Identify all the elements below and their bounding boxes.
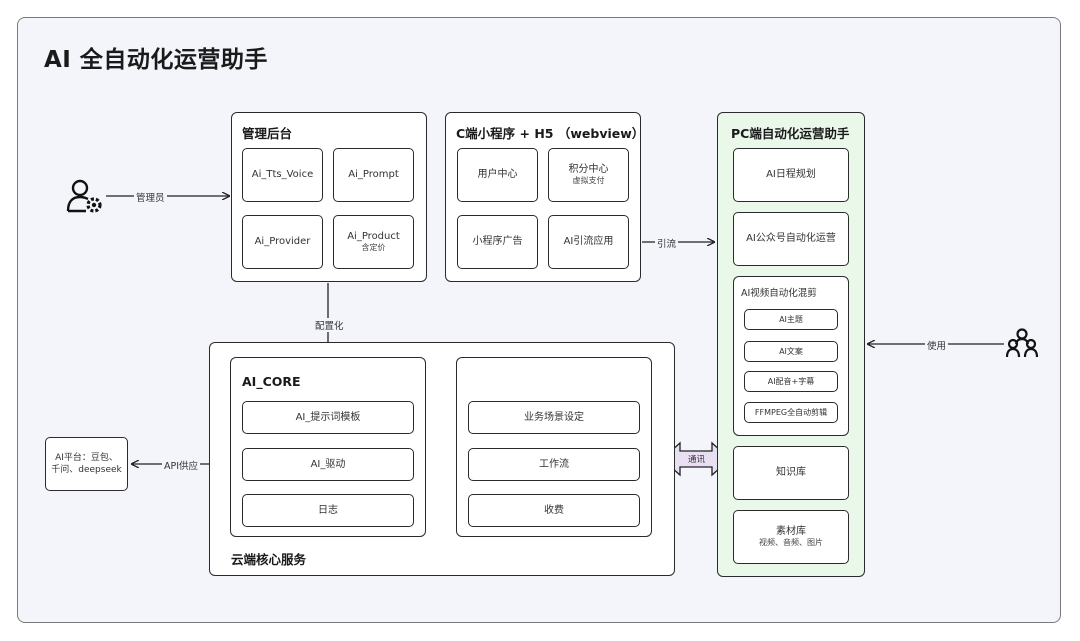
use-label: 使用 (925, 338, 949, 352)
video-item-label: FFMPEG全自动剪辑 (754, 408, 828, 417)
core-item-label: 日志 (318, 504, 338, 516)
admin-label: 管理员 (134, 190, 167, 204)
ai-platform-line1: AI平台：豆包、 (55, 452, 118, 463)
pc-item-knowledge-base[interactable]: 知识库 (733, 446, 849, 500)
pc-item-materials[interactable]: 素材库视频、音频、图片 (733, 510, 849, 564)
ai-core-title: AI_CORE (242, 374, 301, 389)
comm-label-pc: 通讯 (688, 455, 706, 465)
page-title: AI 全自动化运营助手 (44, 47, 268, 73)
c-end-item-points-center[interactable]: 积分中心虚拟支付 (548, 148, 629, 202)
admin-item-tts-voice[interactable]: Ai_Tts_Voice (242, 148, 323, 202)
pc-video-title: AI视频自动化混剪 (741, 288, 817, 299)
pc-item-label: AI日程规划 (766, 169, 816, 181)
core-item-label: AI_提示词模板 (295, 411, 361, 423)
video-item-label: AI主题 (779, 315, 803, 324)
video-item-label: AI文案 (779, 347, 803, 356)
ai-platform-box: AI平台：豆包、 千问、deepseek (45, 437, 128, 491)
video-item-label: AI配音+字幕 (767, 377, 815, 386)
c-end-item-label: 积分中心 (568, 163, 609, 175)
biz-item-workflow[interactable]: 工作流 (468, 448, 640, 481)
biz-item-billing[interactable]: 收费 (468, 494, 640, 527)
biz-item-label: 业务场景设定 (524, 411, 584, 423)
video-item-topic[interactable]: AI主题 (744, 309, 838, 330)
admin-user-gear-icon (66, 178, 104, 218)
config-label: 配置化 (313, 318, 346, 332)
admin-panel-title: 管理后台 (242, 126, 293, 141)
ai-platform-line2: 千问、deepseek (51, 465, 122, 475)
c-end-item-label: AI引流应用 (563, 236, 614, 248)
pc-item-label: 素材库 (776, 525, 806, 537)
api-supply-label: API供应 (162, 458, 201, 472)
pc-item-label: AI公众号自动化运营 (746, 233, 836, 245)
core-item-log[interactable]: 日志 (242, 494, 414, 527)
biz-item-label: 收费 (544, 504, 564, 516)
c-end-item-mini-ads[interactable]: 小程序广告 (457, 215, 538, 269)
admin-item-label: Ai_Provider (254, 236, 311, 248)
c-end-item-label: 小程序广告 (472, 236, 523, 248)
c-end-item-user-center[interactable]: 用户中心 (457, 148, 538, 202)
biz-item-label: 工作流 (539, 458, 569, 470)
core-item-driver[interactable]: AI_驱动 (242, 448, 414, 481)
admin-item-sub: 含定价 (361, 243, 386, 253)
admin-item-label: Ai_Product (347, 230, 400, 242)
c-end-item-label: 用户中心 (477, 169, 518, 181)
video-item-ffmpeg[interactable]: FFMPEG全自动剪辑 (744, 402, 838, 423)
pc-item-wechat-ops[interactable]: AI公众号自动化运营 (733, 212, 849, 266)
pc-item-label: 知识库 (776, 467, 806, 479)
core-item-label: AI_驱动 (310, 458, 346, 470)
video-item-copywriting[interactable]: AI文案 (744, 341, 838, 362)
pc-item-schedule[interactable]: AI日程规划 (733, 148, 849, 202)
core-item-prompt-template[interactable]: AI_提示词模板 (242, 401, 414, 434)
biz-item-scenario[interactable]: 业务场景设定 (468, 401, 640, 434)
admin-item-label: Ai_Prompt (348, 169, 399, 181)
video-item-dubbing[interactable]: AI配音+字幕 (744, 371, 838, 392)
c-end-item-ai-traffic-app[interactable]: AI引流应用 (548, 215, 629, 269)
c-end-title: C端小程序 + H5 （webview） (456, 126, 645, 141)
users-group-icon (1005, 326, 1039, 362)
pc-item-sub: 视频、音频、图片 (759, 538, 823, 548)
cloud-title: 云端核心服务 (231, 552, 307, 567)
c-end-item-sub: 虚拟支付 (572, 176, 605, 186)
admin-item-prompt[interactable]: Ai_Prompt (333, 148, 414, 202)
admin-item-provider[interactable]: Ai_Provider (242, 215, 323, 269)
admin-item-label: Ai_Tts_Voice (251, 169, 314, 181)
pc-title: PC端自动化运营助手 (731, 126, 850, 141)
traffic-label: 引流 (655, 236, 679, 250)
